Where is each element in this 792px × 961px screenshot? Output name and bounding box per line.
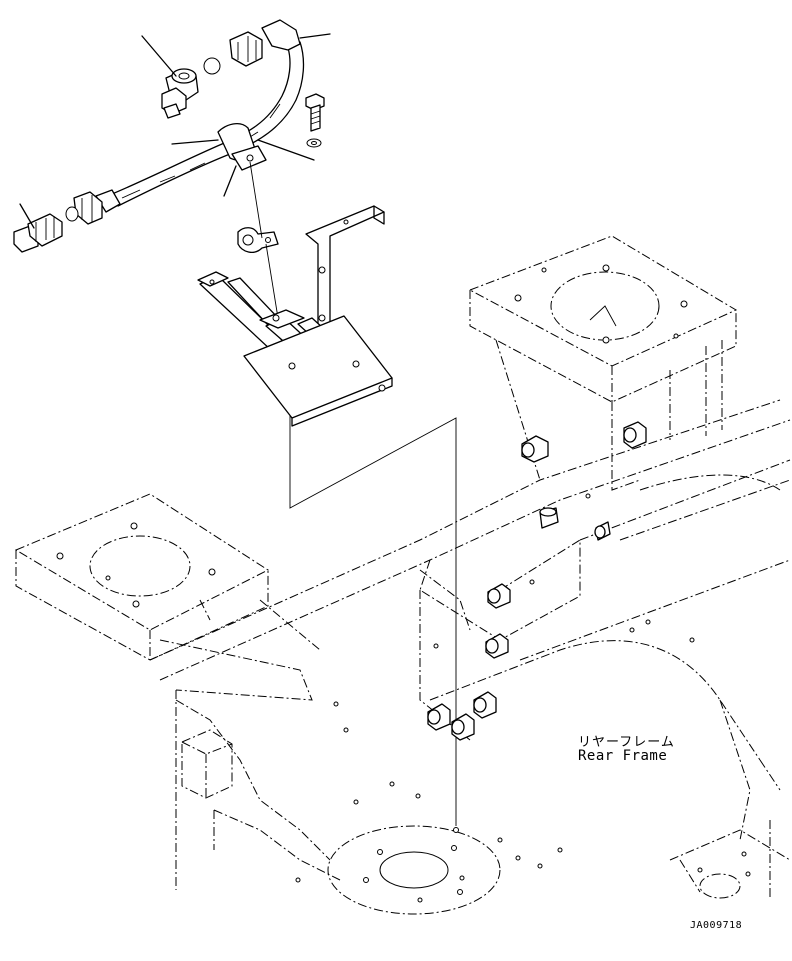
drawing-number: JA009718 <box>690 920 743 931</box>
leader-lines <box>19 33 457 826</box>
elbow-connector <box>161 57 221 119</box>
hose-end-fitting-top <box>261 19 301 51</box>
hydraulic-hose-assembly <box>73 19 305 225</box>
straight-connector <box>13 206 79 253</box>
hose-end-fitting-left <box>95 189 121 213</box>
right-mount-block <box>468 235 738 491</box>
part-label-japanese: リヤーフレーム <box>578 735 675 750</box>
bolt-and-washer <box>305 93 325 148</box>
support-bracket <box>197 205 393 427</box>
frame-bosses <box>427 421 647 741</box>
lower-clamp <box>237 227 279 254</box>
hose-nut-top <box>229 31 263 67</box>
part-label-english: Rear Frame <box>578 748 668 764</box>
left-mount-block <box>14 493 270 661</box>
rear-frame <box>149 399 791 915</box>
